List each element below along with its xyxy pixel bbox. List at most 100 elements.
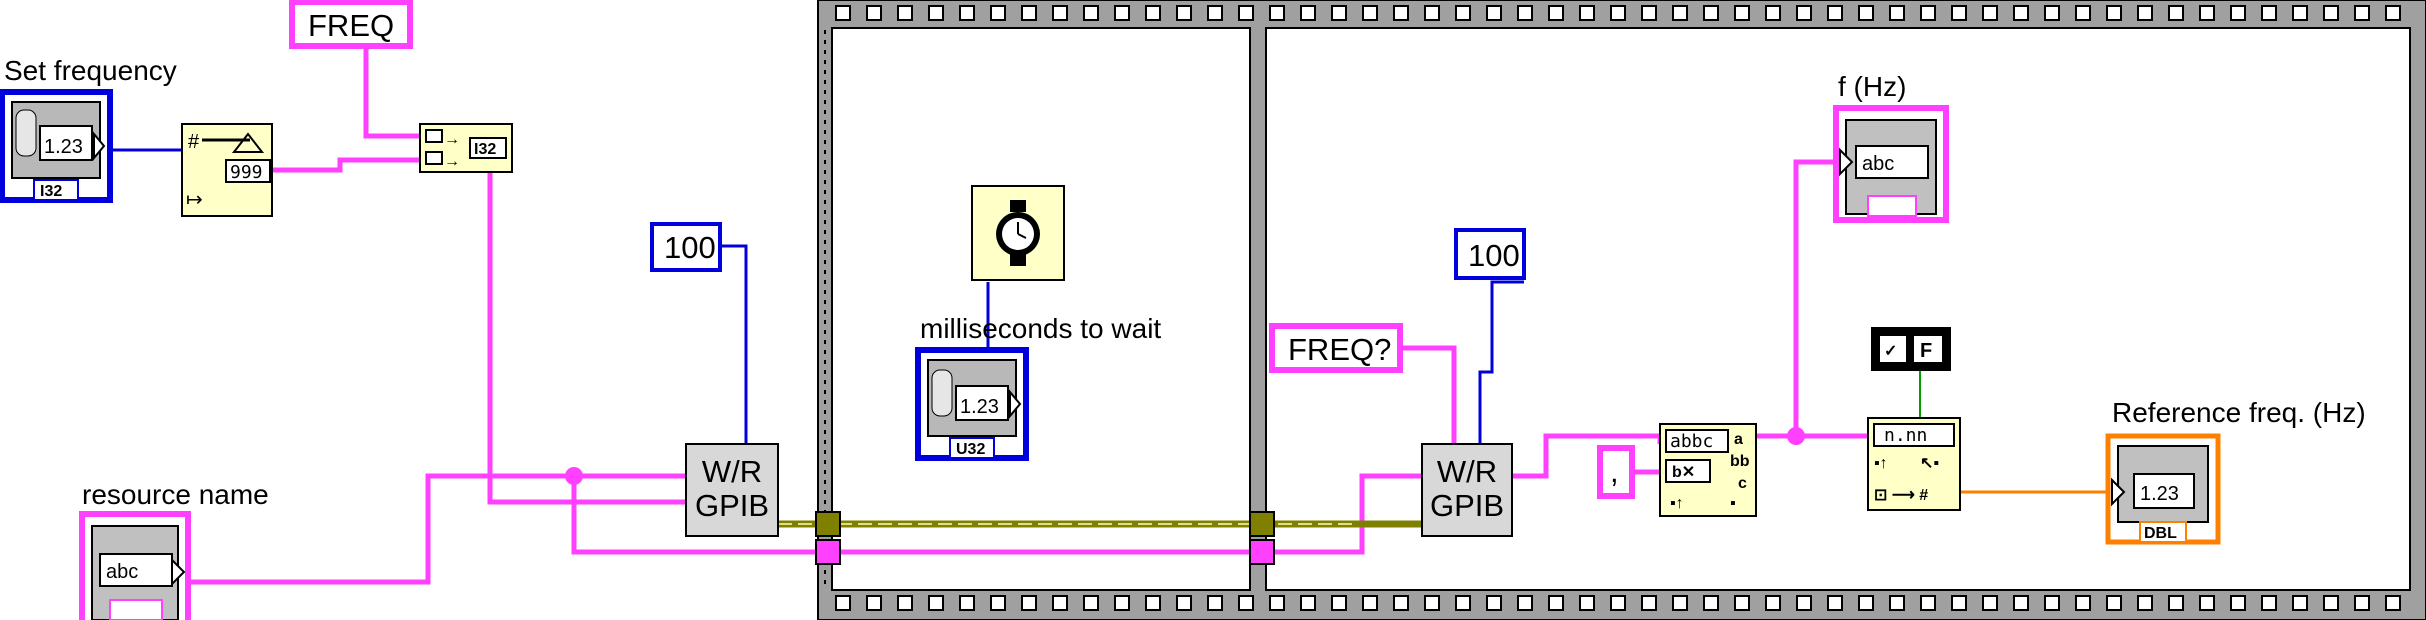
write-read-gpib-node-2[interactable]: W/R GPIB	[1421, 443, 1513, 537]
sprocket-hole	[2106, 5, 2122, 21]
sprocket-hole	[1331, 595, 1347, 611]
sprocket-hole	[1207, 5, 1223, 21]
sprocket-hole	[1176, 5, 1192, 21]
svg-text:→: →	[444, 153, 460, 170]
sprocket-hole	[1362, 595, 1378, 611]
sprocket-hole	[1548, 595, 1564, 611]
sprocket-hole	[2323, 595, 2339, 611]
reference-value: 1.23	[2140, 483, 2179, 505]
gpib-1-line1: W/R	[702, 454, 762, 489]
wire-timeout-1	[720, 244, 748, 444]
number-to-string-node[interactable]: # 999 ↦	[181, 123, 273, 217]
sprocket-hole	[1827, 595, 1843, 611]
reference-freq-indicator[interactable]: 1.23 DBL	[2105, 433, 2221, 545]
svg-text:b✕: b✕	[1672, 464, 1695, 481]
toggle-icon: ✓	[1884, 343, 1897, 360]
sprocket-hole	[1176, 595, 1192, 611]
sprocket-hole	[1579, 5, 1595, 21]
sprocket-hole	[835, 595, 851, 611]
separator-constant[interactable]: ,	[1597, 445, 1635, 499]
wire-freq-query	[1400, 345, 1457, 444]
sprocket-hole	[2261, 595, 2277, 611]
match-pattern-node[interactable]: abbc b✕ a bb c ▪↑ ▪	[1659, 423, 1757, 517]
sprocket-hole	[1269, 5, 1285, 21]
milliseconds-to-wait-control[interactable]: 1.23 U32	[915, 347, 1029, 461]
sprocket-hole	[1238, 595, 1254, 611]
string-to-number-node[interactable]: n.nn ▪↑ ↖▪ ⊡ ⟶ #	[1867, 417, 1961, 511]
sprocket-hole	[897, 5, 913, 21]
wire-junction	[565, 467, 583, 485]
freq-command-constant[interactable]: FREQ	[289, 0, 413, 49]
svg-text:#: #	[188, 131, 200, 153]
bool-const-text: F	[1920, 340, 1932, 362]
sprocket-hole	[1486, 5, 1502, 21]
sprocket-hole	[1424, 595, 1440, 611]
resource-name-control[interactable]: abc	[79, 511, 191, 620]
sprocket-hole	[1765, 5, 1781, 21]
sprocket-hole	[1982, 595, 1998, 611]
sprocket-hole	[1610, 595, 1626, 611]
sprocket-hole	[1362, 5, 1378, 21]
sprocket-hole	[2075, 595, 2091, 611]
sprocket-hole	[1548, 5, 1564, 21]
set-frequency-control[interactable]: 1.23 I32	[0, 89, 113, 203]
wire-concat-out	[487, 172, 686, 505]
error-tunnel-1	[815, 511, 841, 537]
sprocket-hole	[2106, 595, 2122, 611]
sprocket-hole	[1331, 5, 1347, 21]
svg-text:↦: ↦	[186, 189, 203, 211]
sprocket-hole	[1269, 595, 1285, 611]
sprocket-hole	[1300, 595, 1316, 611]
sprocket-hole	[2261, 5, 2277, 21]
sprocket-hole	[2385, 595, 2401, 611]
timeout-constant-1[interactable]: 100	[650, 222, 722, 272]
reference-freq-label: Reference freq. (Hz)	[2112, 397, 2366, 428]
sprocket-hole	[1300, 5, 1316, 21]
timeout-constant-2[interactable]: 100	[1454, 228, 1526, 280]
wire-resource-branch	[571, 476, 830, 555]
sprocket-hole	[1672, 595, 1688, 611]
sprocket-hole	[866, 595, 882, 611]
concatenate-strings-node[interactable]: → → I32	[419, 123, 513, 173]
wire-junction	[1787, 427, 1805, 445]
sprocket-hole	[1858, 5, 1874, 21]
wait-ms-node[interactable]	[971, 185, 1065, 281]
sprocket-hole	[2354, 595, 2370, 611]
gpib-2-line2: GPIB	[1430, 488, 1504, 523]
sprocket-hole	[2323, 5, 2339, 21]
sprocket-hole	[1951, 595, 1967, 611]
reference-type: DBL	[2144, 525, 2177, 542]
sprocket-hole	[1734, 595, 1750, 611]
sprocket-hole	[1703, 5, 1719, 21]
sprocket-hole	[1796, 5, 1812, 21]
svg-text:a: a	[1734, 431, 1743, 448]
error-tunnel-2	[1249, 511, 1275, 537]
string-tunnel-2	[1249, 539, 1275, 565]
sprocket-hole	[1796, 595, 1812, 611]
match-pattern-sample: abbc	[1670, 431, 1713, 452]
timeout-1-text: 100	[664, 230, 716, 265]
sprocket-hole	[1858, 595, 1874, 611]
sprocket-hole	[1641, 5, 1657, 21]
sprocket-hole	[2199, 595, 2215, 611]
sprocket-hole	[1455, 595, 1471, 611]
set-frequency-type: I32	[40, 183, 62, 200]
write-read-gpib-node-1[interactable]: W/R GPIB	[685, 443, 779, 537]
sprocket-hole	[1889, 5, 1905, 21]
freq-query-constant[interactable]: FREQ?	[1269, 323, 1403, 373]
sprocket-hole	[2292, 595, 2308, 611]
sprocket-hole	[2292, 5, 2308, 21]
sprocket-hole	[1455, 5, 1471, 21]
sprocket-hole	[2013, 595, 2029, 611]
sprocket-hole	[835, 5, 851, 21]
sprocket-hole	[1765, 595, 1781, 611]
wire-resource	[184, 473, 686, 585]
set-frequency-label: Set frequency	[4, 55, 177, 86]
sprocket-hole	[1393, 5, 1409, 21]
f-hz-indicator[interactable]: abc	[1833, 105, 1949, 223]
boolean-false-constant[interactable]: ✓ F	[1871, 327, 1951, 371]
sprocket-hole	[1145, 5, 1161, 21]
sprocket-hole	[1114, 5, 1130, 21]
tunnels[interactable]	[815, 511, 1275, 565]
